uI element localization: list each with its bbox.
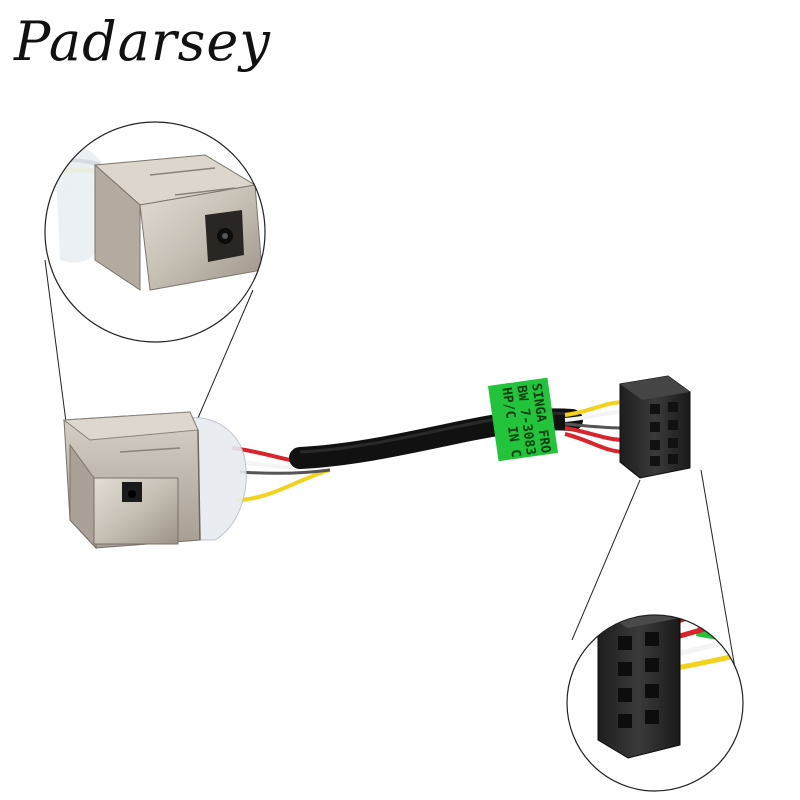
cable-assembly: HP/C IN C BW 7-3083 SINGA FRO [62, 375, 691, 550]
dc-power-jack [62, 411, 247, 550]
jack-closeup-callout [44, 121, 266, 343]
brand-watermark: Padarsey [14, 10, 271, 73]
8-pin-connector [619, 375, 691, 479]
connector-closeup-callout [566, 614, 744, 792]
callout-lines [44, 259, 738, 681]
green-part-label: HP/C IN C BW 7-3083 SINGA FRO [488, 377, 558, 462]
